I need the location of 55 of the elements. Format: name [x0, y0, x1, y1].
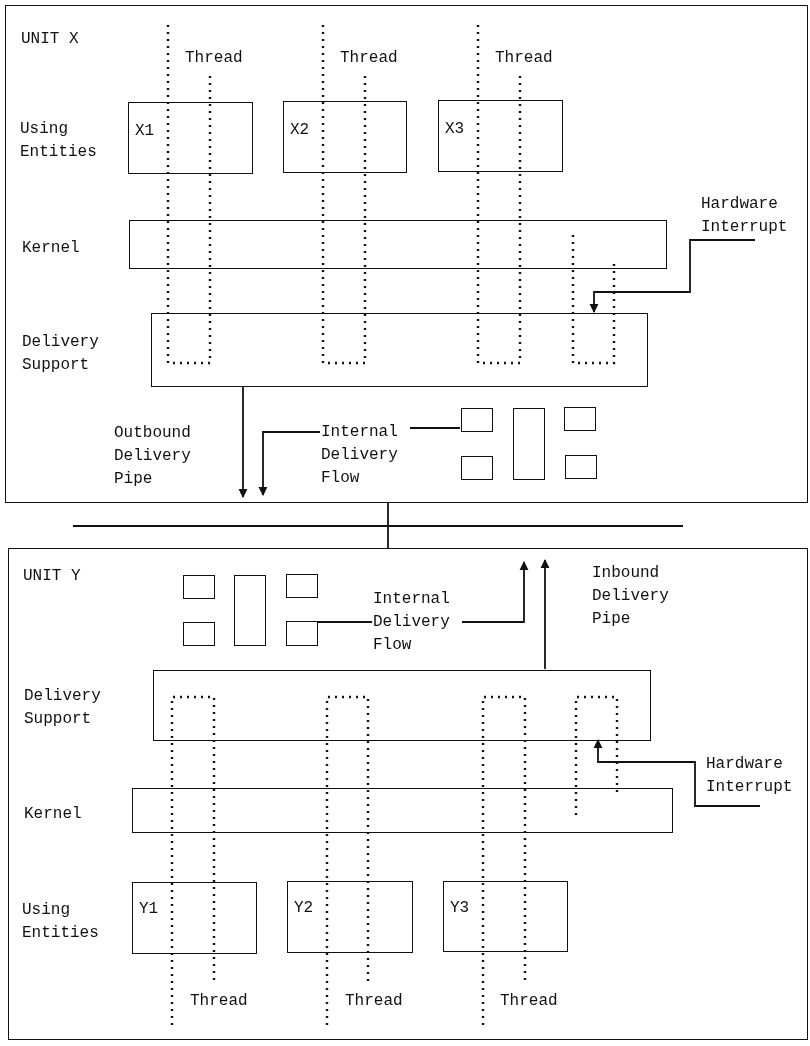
- callout-text: Hardware Interrupt: [701, 193, 796, 241]
- component-box: [286, 574, 318, 598]
- arrow: [540, 559, 550, 670]
- node-label: Delivery Support: [24, 686, 102, 730]
- entity-box: [283, 101, 407, 173]
- connector-line: [387, 526, 389, 549]
- label-text: Thread: [345, 991, 404, 1012]
- node-label: Y3: [450, 898, 471, 919]
- arrow: [238, 385, 248, 498]
- arrow: [461, 561, 529, 623]
- component-box: [461, 456, 493, 480]
- component-box: [565, 455, 597, 479]
- component-box: [286, 621, 318, 646]
- connector-line: [387, 502, 389, 526]
- component-box: [183, 575, 215, 599]
- node-label: Kernel: [22, 238, 81, 259]
- node-label: X2: [290, 120, 311, 141]
- connector-line: [409, 427, 461, 429]
- network-bus-line: [73, 525, 683, 527]
- label-text: Thread: [495, 48, 554, 69]
- entity-box: [438, 100, 563, 172]
- node-label: X1: [135, 121, 156, 142]
- component-box: [461, 408, 493, 432]
- node-label: Kernel: [24, 804, 83, 825]
- component-box: [564, 407, 596, 431]
- label-text: Inbound Delivery Pipe: [592, 563, 670, 630]
- component-box: [183, 622, 215, 646]
- component-box: [234, 575, 266, 646]
- callout-text: Internal Delivery Flow: [373, 588, 463, 657]
- node-label: UNIT Y: [23, 566, 82, 587]
- arrow: [258, 431, 321, 496]
- entity-box: [132, 882, 257, 954]
- label-text: Thread: [190, 991, 249, 1012]
- arrow: [589, 239, 756, 313]
- unit-frame: [8, 548, 808, 1040]
- callout-text: Hardware Interrupt: [706, 753, 801, 807]
- label-text: Thread: [500, 991, 559, 1012]
- label-text: Thread: [185, 48, 244, 69]
- component-box: [513, 408, 545, 480]
- label-text: Using Entities: [20, 119, 98, 163]
- unit-frame: [5, 5, 808, 503]
- node-label: UNIT X: [21, 29, 80, 50]
- entity-box: [443, 881, 568, 952]
- node-label: Delivery Support: [22, 332, 100, 376]
- label-text: Outbound Delivery Pipe: [114, 423, 192, 490]
- arrow: [593, 739, 761, 807]
- node-label: Y2: [294, 898, 315, 919]
- label-text: Thread: [340, 48, 399, 69]
- label-text: Using Entities: [22, 900, 100, 944]
- entity-box: [287, 881, 413, 953]
- connector-line: [316, 621, 373, 623]
- entity-box: [128, 102, 253, 174]
- node-label: Y1: [139, 899, 160, 920]
- node-label: X3: [445, 119, 466, 140]
- callout-text: Internal Delivery Flow: [321, 421, 411, 490]
